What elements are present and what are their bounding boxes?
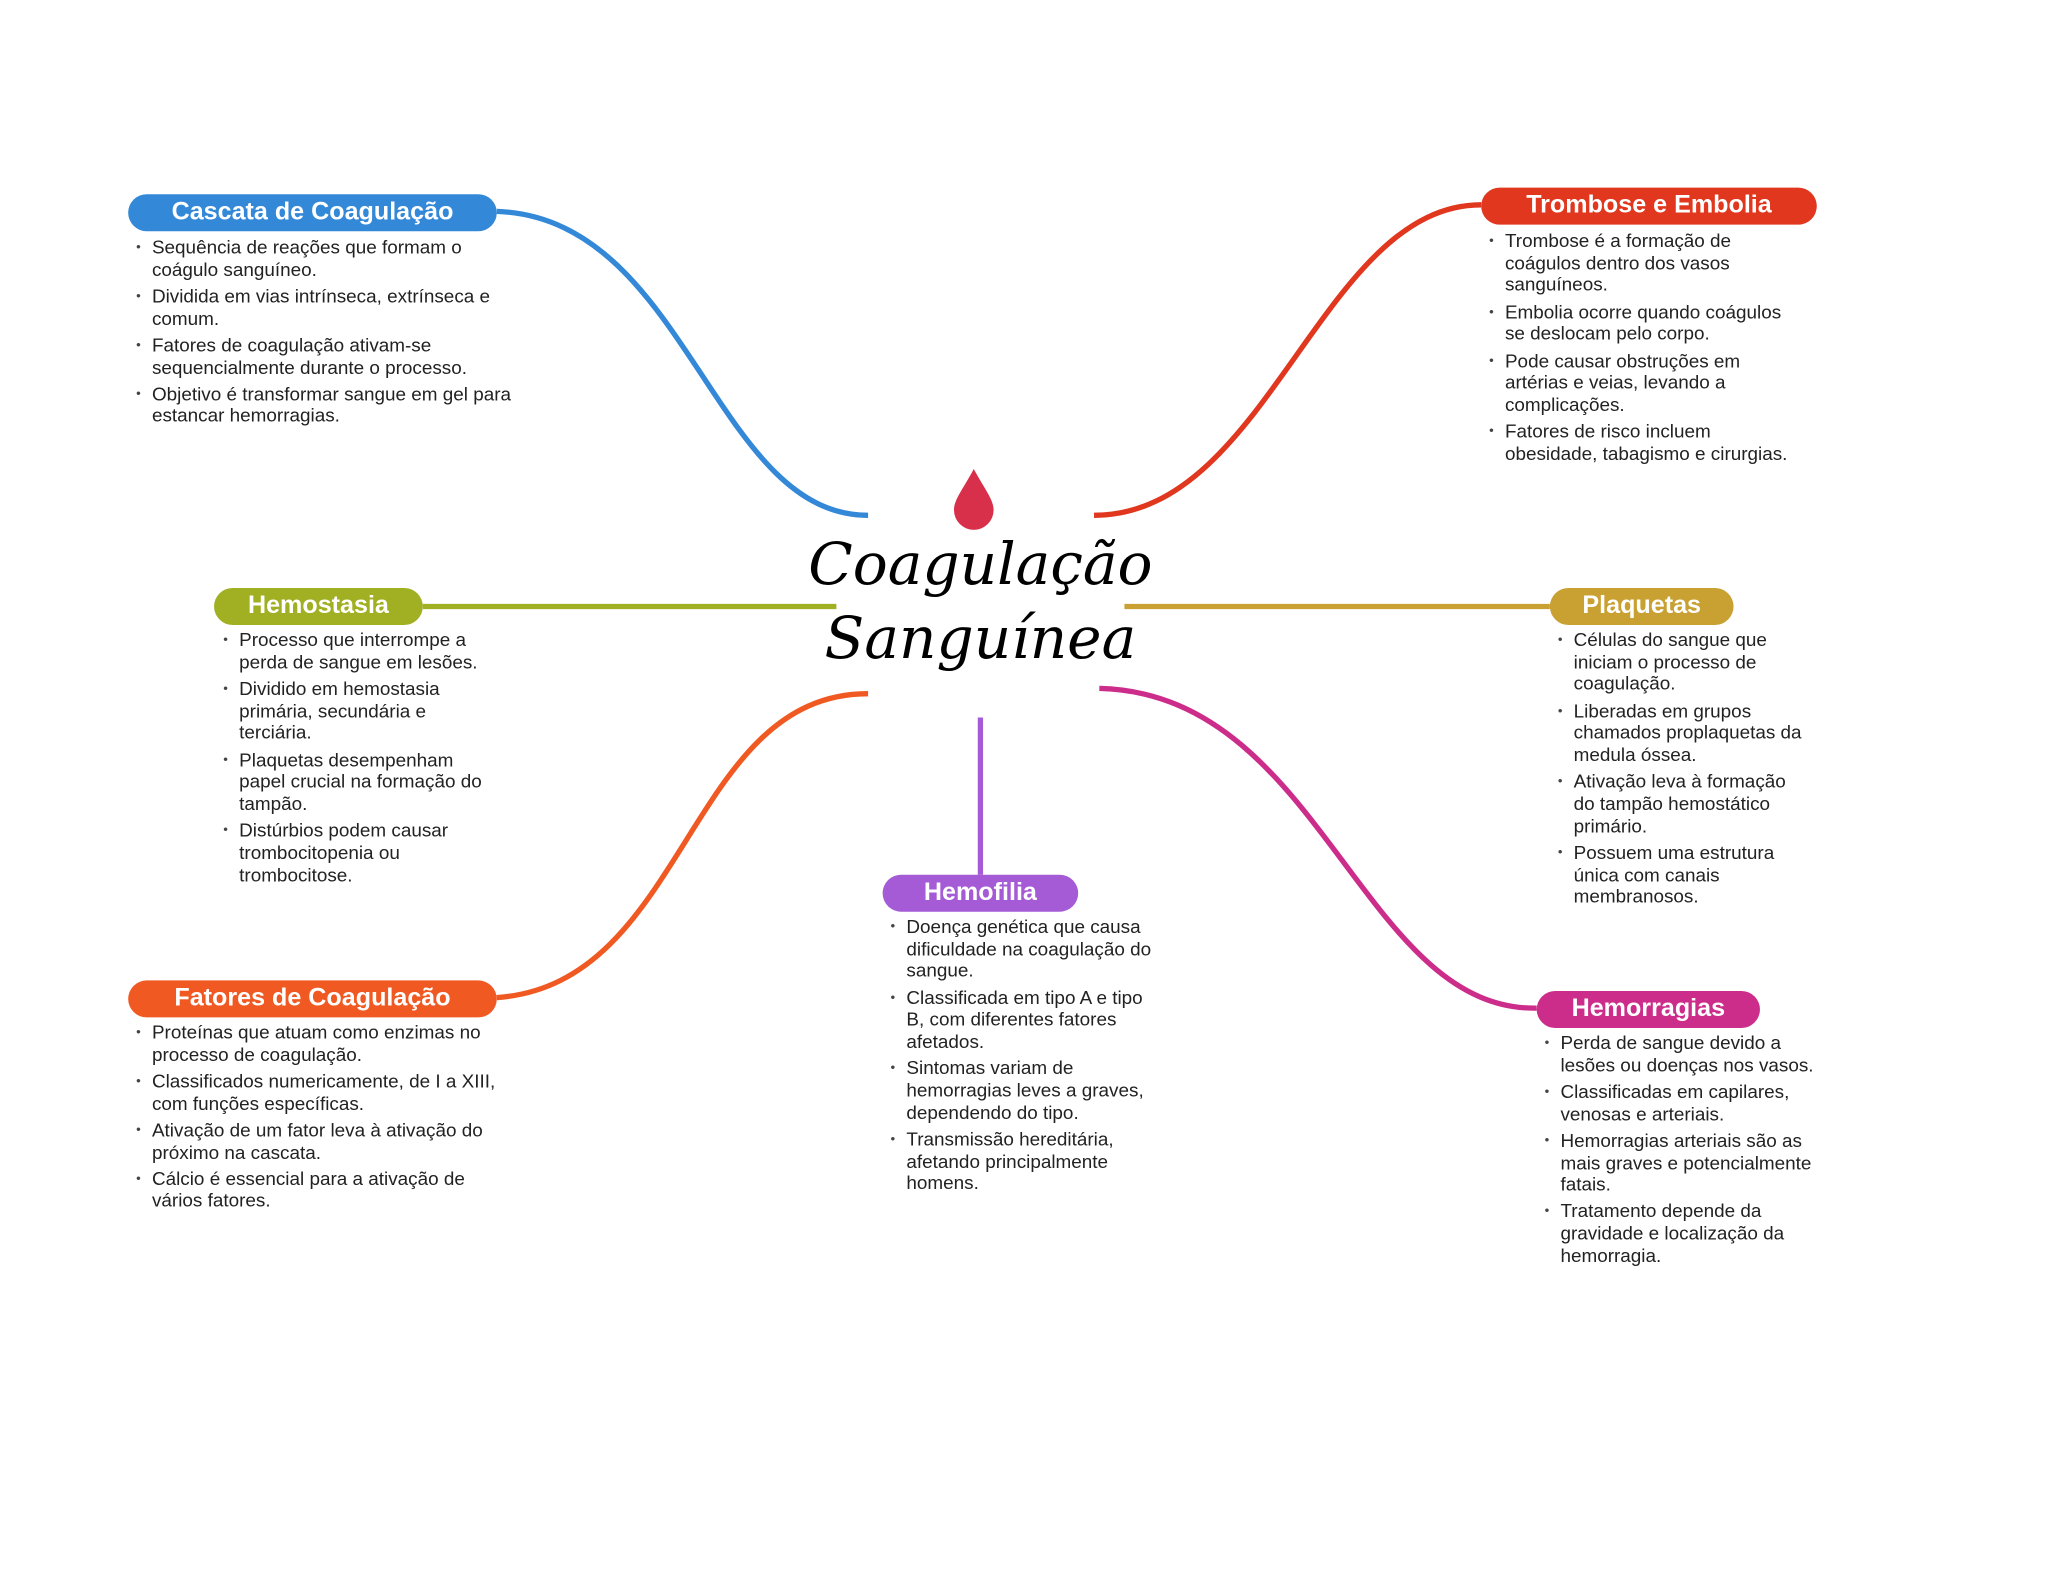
note: Ativação leva à formação do tampão hemos… <box>1558 772 1802 838</box>
topic-cascata-de-coagulacao[interactable]: Cascata de Coagulação <box>128 194 497 232</box>
connector-trombose <box>1094 202 1482 518</box>
note: Células do sangue que iniciam o processo… <box>1558 630 1802 696</box>
note: Classificada em tipo A e tipo B, com dif… <box>891 988 1155 1054</box>
note: Fatores de risco incluem obesidade, taba… <box>1489 422 1796 466</box>
notes-fatores: Proteínas que atuam como enzimas no proc… <box>136 1023 495 1218</box>
central-title-line1: Coagulação <box>808 531 1153 599</box>
connector-cascata <box>496 208 869 518</box>
note: Liberadas em grupos chamados proplaqueta… <box>1558 701 1802 767</box>
note: Perda de sangue devido a lesões ou doenç… <box>1545 1033 1816 1077</box>
note: Pode causar obstruções em artérias e vei… <box>1489 351 1796 417</box>
note: Sequência de reações que formam o coágul… <box>136 238 513 282</box>
note: Sintomas variam de hemorragias leves a g… <box>891 1059 1155 1125</box>
connector-fatores <box>496 691 869 1001</box>
note: Dividido em hemostasia primária, secundá… <box>223 679 503 745</box>
note: Tratamento depende da gravidade e locali… <box>1545 1202 1816 1268</box>
note: Doença genética que causa dificuldade na… <box>891 917 1155 983</box>
note: Ativação de um fator leva à ativação do … <box>136 1120 495 1164</box>
note: Classificadas em capilares, venosas e ar… <box>1545 1082 1816 1126</box>
note: Plaquetas desempenham papel crucial na f… <box>223 750 503 816</box>
note: Objetivo é transformar sangue em gel par… <box>136 384 513 428</box>
notes-hemorragias: Perda de sangue devido a lesões ou doenç… <box>1545 1033 1816 1272</box>
topic-hemorragias[interactable]: Hemorragias <box>1536 990 1760 1028</box>
note: Processo que interrompe a perda de sangu… <box>223 630 503 674</box>
note: Cálcio é essencial para a ativação de vá… <box>136 1169 495 1213</box>
notes-cascata: Sequência de reações que formam o coágul… <box>136 238 513 433</box>
note: Proteínas que atuam como enzimas no proc… <box>136 1023 495 1067</box>
note: Classificados numericamente, de I a XIII… <box>136 1071 495 1115</box>
topic-plaquetas[interactable]: Plaquetas <box>1549 587 1734 625</box>
notes-hemostasia: Processo que interrompe a perda de sangu… <box>223 630 503 891</box>
notes-trombose: Trombose é a formação de coágulos dentro… <box>1489 231 1796 470</box>
central-title-line2: Sanguínea <box>824 605 1137 673</box>
note: Dividida em vias intrínseca, extrínseca … <box>136 287 513 331</box>
note: Distúrbios podem causar trombocitopenia … <box>223 821 503 887</box>
connector-hemorragias <box>1099 685 1537 1011</box>
topic-hemostasia[interactable]: Hemostasia <box>214 587 423 625</box>
note: Transmissão hereditária, afetando princi… <box>891 1129 1155 1195</box>
topic-hemofilia[interactable]: Hemofilia <box>882 874 1079 912</box>
topic-fatores-de-coagulacao[interactable]: Fatores de Coagulação <box>128 980 497 1018</box>
note: Trombose é a formação de coágulos dentro… <box>1489 231 1796 297</box>
note: Possuem uma estrutura única com canais m… <box>1558 843 1802 909</box>
topic-trombose-e-embolia[interactable]: Trombose e Embolia <box>1481 187 1817 225</box>
blood-drop-icon <box>953 469 994 530</box>
note: Embolia ocorre quando coágulos se desloc… <box>1489 302 1796 346</box>
note: Fatores de coagulação ativam-se sequenci… <box>136 335 513 379</box>
note: Hemorragias arteriais são as mais graves… <box>1545 1131 1816 1197</box>
notes-plaquetas: Células do sangue que iniciam o processo… <box>1558 630 1802 913</box>
notes-hemofilia: Doença genética que causa dificuldade na… <box>891 917 1155 1200</box>
